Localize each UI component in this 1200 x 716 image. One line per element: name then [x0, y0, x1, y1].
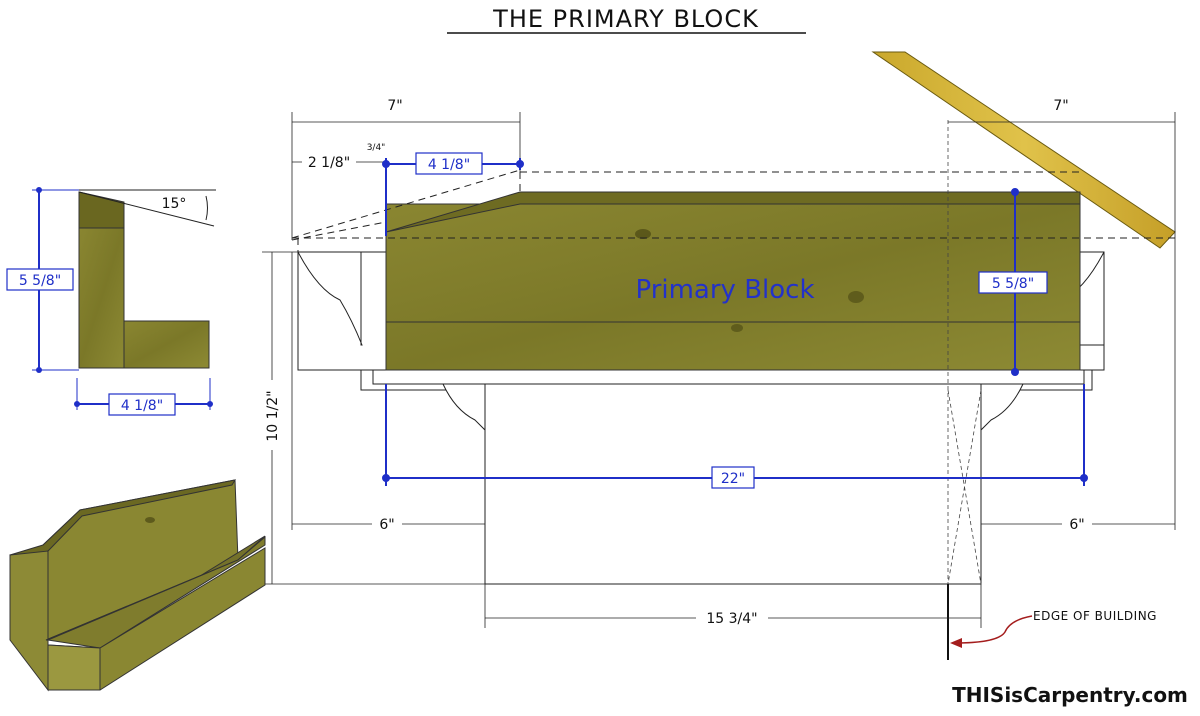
isometric-view — [9, 479, 266, 692]
primary-block: Primary Block — [385, 191, 1081, 371]
dim-top-left-width: 7" — [387, 98, 402, 114]
page-title: THE PRIMARY BLOCK — [492, 5, 759, 33]
edge-of-building-lines — [947, 120, 982, 585]
edge-of-building-note: EDGE OF BUILDING — [950, 609, 1157, 648]
dim-block-length: 22" — [721, 471, 745, 487]
edge-arrow-head — [950, 638, 962, 648]
blue-dimension-labels: 4 1/8" 5 5/8" 22" — [415, 152, 1048, 489]
dim-top-right-width: 7" — [1053, 98, 1068, 114]
section-angle: 15° — [162, 196, 187, 212]
brand-logo: THISisCarpentry.com — [952, 683, 1188, 707]
dim-total-height: 10 1/2" — [265, 390, 281, 441]
title-group: THE PRIMARY BLOCK — [447, 5, 806, 34]
section-height: 5 5/8" — [19, 273, 61, 289]
edge-of-building-label: EDGE OF BUILDING — [1033, 609, 1157, 623]
edge-arrow — [954, 615, 1033, 644]
dim-post-width: 15 3/4" — [706, 611, 757, 627]
dim-block-height-right: 5 5/8" — [992, 276, 1034, 292]
primary-block-label: Primary Block — [635, 275, 814, 305]
dim-small-offset: 3/4" — [367, 143, 386, 153]
black-dimension-labels: 7" 7" 2 1/8" 3/4" 10 1/2" 6" 6" 15 3/4" — [264, 97, 1092, 627]
dim-left-overhang: 6" — [379, 517, 394, 533]
section-width: 4 1/8" — [121, 398, 163, 414]
section-view: 15° 5 5/8" 4 1/8" — [6, 187, 216, 416]
dim-right-overhang: 6" — [1069, 517, 1084, 533]
dim-rise: 2 1/8" — [308, 155, 350, 171]
dim-block-depth-top: 4 1/8" — [428, 157, 470, 173]
